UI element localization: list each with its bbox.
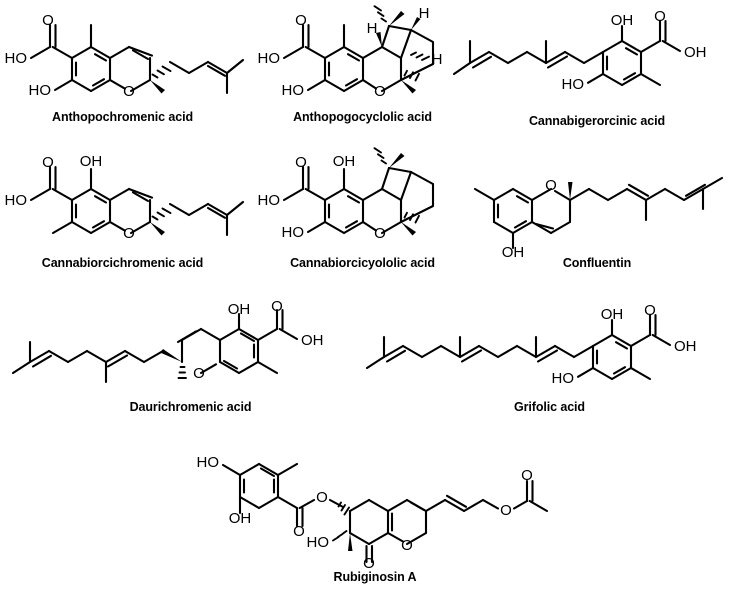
caption-anthopogocyclolic-acid: Anthopogocyclolic acid (293, 110, 432, 124)
caption-cannabiorcicyololic-acid: Cannabiorcicyololic acid (290, 256, 435, 270)
caption-grifolic-acid: Grifolic acid (514, 400, 585, 414)
atom-label-O-ketone: O (363, 555, 375, 572)
atom-label-HO: HO (258, 50, 281, 67)
atom-label-H: H (419, 5, 430, 22)
atom-label-HO: HO (5, 50, 28, 67)
structure-anthopogocyclolic-acid: O HO HO O H H H (255, 0, 470, 105)
atom-label-O-pyran: O (401, 537, 413, 554)
structure-cannabiorcicyololic-acid: O OH HO HO O (255, 142, 470, 250)
atom-label-H: H (432, 51, 443, 68)
atom-label-OH: OH (301, 332, 324, 349)
atom-label-O-ring: O (193, 365, 205, 382)
atom-label-O: O (271, 298, 283, 315)
atom-label-H: H (367, 20, 378, 37)
atom-label-HO: HO (562, 76, 585, 93)
structure-cannabiorcichromenic-acid: O OH HO O (0, 142, 245, 250)
atom-label-OH: OH (80, 153, 103, 170)
atom-label-OH: OH (611, 12, 634, 29)
atom-label-O-carbonyl: O (293, 523, 305, 540)
structure-daurichromenic-acid: OH O OH O (11, 298, 363, 405)
atom-label-O: O (654, 8, 666, 25)
atom-label-OH: OH (502, 244, 525, 261)
atom-label-O: O (644, 302, 656, 319)
atom-label-OH: OH (601, 306, 624, 323)
structure-grifolic-acid: OH O OH HO (365, 302, 727, 405)
atom-label-HO: HO (29, 82, 52, 99)
atom-label-OH: OH (333, 153, 356, 170)
atom-label-HO: HO (282, 224, 305, 241)
structure-anthopochromenic-acid: O HO HO O (0, 0, 245, 105)
atom-label-O-ring: O (374, 83, 386, 100)
caption-rubiginosin-a: Rubiginosin A (333, 570, 417, 584)
atom-label-HO: HO (5, 192, 28, 209)
atom-label-O-ester: O (500, 502, 512, 519)
atom-label-HO: HO (307, 534, 330, 551)
atom-label-O-ring: O (123, 83, 135, 100)
atom-label-OH: OH (674, 338, 697, 355)
atom-label-O: O (42, 154, 54, 171)
structure-cannabigerorcinic-acid: OH O OH HO (452, 8, 732, 108)
caption-anthopochromenic-acid: Anthopochromenic acid (52, 110, 193, 124)
atom-label-O: O (521, 467, 533, 484)
atom-label-HO: HO (552, 370, 575, 387)
atom-label-O: O (295, 12, 307, 29)
atom-label-HO: HO (282, 82, 305, 99)
atom-label-HO: HO (258, 192, 281, 209)
atom-label-OH: OH (229, 510, 252, 527)
caption-cannabiorcichromenic-acid: Cannabiorcichromenic acid (41, 256, 204, 270)
atom-label-OH: OH (228, 301, 251, 318)
atom-label-O: O (42, 12, 54, 29)
atom-label-O-ring: O (123, 225, 135, 242)
atom-label-HO: HO (197, 454, 220, 471)
caption-cannabigerorcinic-acid: Cannabigerorcinic acid (528, 114, 666, 128)
caption-confluentin: Confluentin (562, 256, 632, 270)
structure-confluentin: O OH (462, 162, 732, 261)
caption-daurichromenic-acid: Daurichromenic acid (129, 400, 252, 414)
atom-label-O-ring: O (545, 177, 557, 194)
atom-label-O-ester: O (316, 489, 328, 506)
atom-label-O-ring: O (374, 225, 386, 242)
atom-label-OH: OH (684, 44, 707, 61)
atom-label-O: O (295, 154, 307, 171)
structure-rubiginosin-a: HO OH O O HO O O O O (195, 445, 555, 572)
